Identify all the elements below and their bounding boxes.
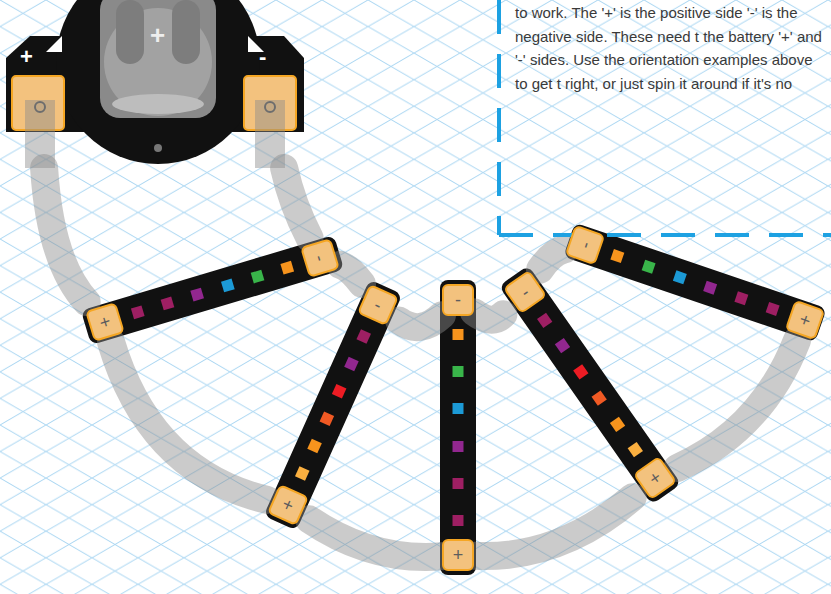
polarity-mark: + xyxy=(795,312,815,328)
battery-holder: + + - xyxy=(0,0,310,168)
polarity-mark: + xyxy=(150,24,165,46)
callout-text: to work. The '+' is the positive side '-… xyxy=(515,1,823,95)
conductive-tape xyxy=(284,168,310,238)
polarity-mark: + xyxy=(280,495,297,516)
led-board xyxy=(263,280,402,531)
polarity-mark: - xyxy=(455,291,461,309)
solder-pad: - xyxy=(442,284,474,316)
led-board xyxy=(81,235,344,345)
polarity-mark: + xyxy=(646,468,665,489)
polarity-mark: - xyxy=(576,239,595,251)
solder-pad: + xyxy=(442,539,474,571)
polarity-mark: + xyxy=(453,546,464,564)
conductive-tape xyxy=(474,497,633,556)
polarity-mark: + xyxy=(20,46,33,68)
led-board xyxy=(499,265,682,504)
conductive-tape xyxy=(677,340,797,468)
polarity-mark: - xyxy=(517,283,532,301)
polarity-mark: - xyxy=(372,296,385,315)
conductive-tape xyxy=(540,249,565,269)
polarity-mark: + xyxy=(95,314,115,329)
conductive-tape xyxy=(474,312,503,319)
conductive-tape xyxy=(340,265,362,284)
conductive-tape xyxy=(309,519,442,557)
polarity-mark: - xyxy=(259,46,266,68)
conductive-tape xyxy=(399,315,442,327)
conductive-tape xyxy=(111,342,267,500)
led-board xyxy=(563,223,826,343)
polarity-mark: - xyxy=(311,252,330,263)
instruction-callout: to work. The '+' is the positive side '-… xyxy=(497,0,831,237)
conductive-tape xyxy=(44,168,87,302)
